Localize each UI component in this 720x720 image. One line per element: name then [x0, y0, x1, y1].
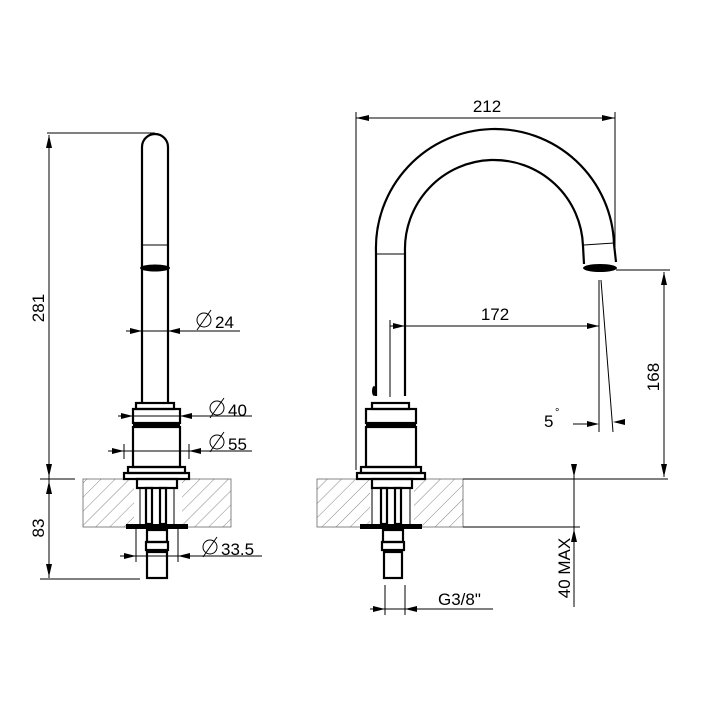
dim-outlet-height: 168 — [644, 363, 663, 391]
svg-text:55: 55 — [228, 435, 247, 454]
dim-upper-body-diameter: 40 — [209, 397, 247, 420]
spout-tube — [140, 132, 170, 403]
front-view: 212 172 5 ° 168 40 MAX G3/8 — [316, 97, 670, 615]
dim-spout-reach-overall: 212 — [473, 97, 501, 116]
gooseneck-inner — [403, 158, 586, 396]
dim-spout-reach: 172 — [481, 305, 509, 324]
svg-text:40: 40 — [228, 401, 247, 420]
dim-overall-height: 281 — [29, 294, 48, 322]
dim-spout-diameter: 24 — [196, 309, 234, 332]
svg-text:24: 24 — [215, 313, 234, 332]
svg-text:33.5: 33.5 — [221, 540, 254, 559]
dim-max-counter-thickness: 40 MAX — [555, 538, 574, 598]
aerator — [583, 264, 617, 272]
dim-shank-diameter: 33.5 — [202, 536, 254, 559]
side-view: 281 83 24 40 55 — [29, 132, 262, 580]
gooseneck-outer — [374, 127, 618, 396]
dim-connection-thread: G3/8" — [438, 590, 481, 609]
dim-under-counter: 83 — [29, 519, 48, 538]
dim-base-diameter: 55 — [209, 431, 247, 454]
svg-text:°: ° — [555, 407, 559, 419]
dim-spray-angle: 5 ° — [544, 407, 559, 431]
spout-ring — [140, 264, 170, 272]
svg-text:5: 5 — [544, 412, 553, 431]
